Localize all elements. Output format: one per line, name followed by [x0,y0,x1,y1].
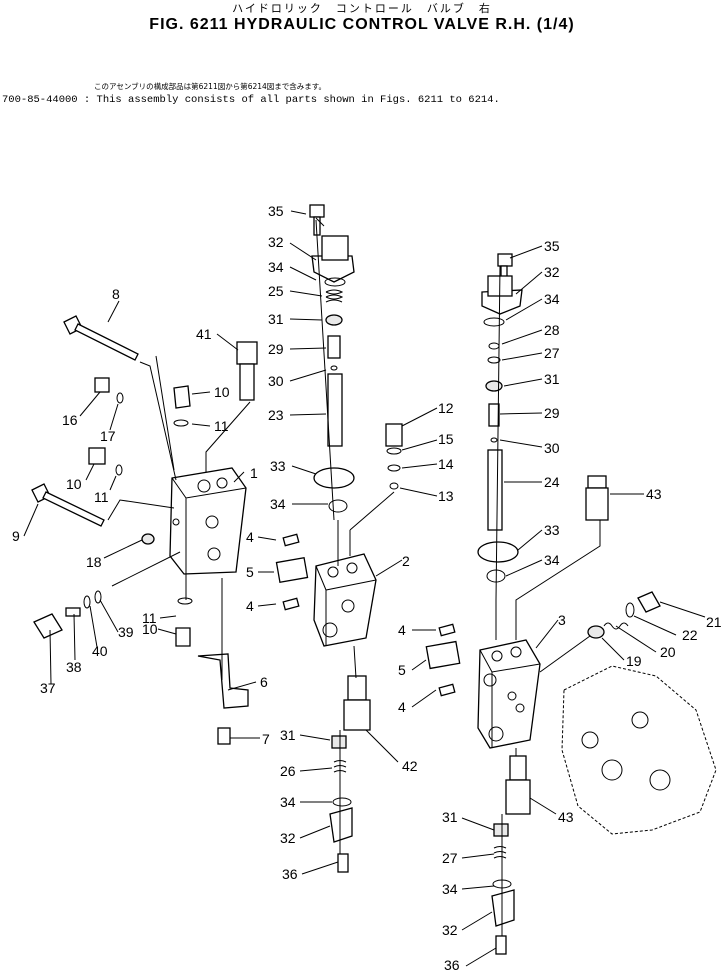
callout-20: 20 [660,644,676,660]
callout-31-center-bottom: 31 [280,727,296,743]
callout-27-top: 27 [544,345,560,361]
callout-34-center-bottom: 34 [280,794,296,810]
callout-14: 14 [438,456,454,472]
callout-5-center: 5 [246,564,254,580]
plug-assembly-19-22 [587,591,661,639]
callout-34-right-bottom: 34 [442,881,458,897]
callout-30-right: 30 [544,440,560,456]
callout-28: 28 [544,322,560,338]
callout-10-mid: 10 [66,476,82,492]
valve-section-1 [169,467,247,575]
callout-37: 37 [40,680,56,696]
callout-21: 21 [706,614,722,630]
callout-32-center: 32 [268,234,284,250]
callout-43-bottom: 43 [558,809,574,825]
callout-11-mid: 11 [94,489,109,505]
callout-36-center: 36 [282,866,298,882]
bolt-8 [63,315,139,361]
bolt-9 [31,483,105,527]
callout-35-center: 35 [268,203,284,219]
callout-40: 40 [92,643,108,659]
callout-25: 25 [268,283,284,299]
callout-32-right-bottom: 32 [442,922,458,938]
callout-39: 39 [118,624,134,640]
valve-section-3 [477,639,541,749]
callout-33-center: 33 [270,458,286,474]
callout-34-right-lower: 34 [544,552,560,568]
housing-reference [561,665,717,835]
callout-31-right-bottom: 31 [442,809,458,825]
callout-12: 12 [438,400,454,416]
callout-41: 41 [196,326,212,342]
callout-35-right: 35 [544,238,560,254]
callout-36-right: 36 [444,957,460,972]
callout-11-top: 11 [214,418,229,434]
relief-valve-43-bottom [505,755,531,815]
callout-4-right-top: 4 [398,622,406,638]
callout-7: 7 [262,731,270,747]
relief-valve-42 [343,675,371,731]
bracket-6 [197,653,249,745]
plugs-left [88,377,193,647]
callout-8: 8 [112,286,120,302]
leader-lines [23,210,706,967]
callout-31-center-top: 31 [268,311,284,327]
callout-29-right: 29 [544,405,560,421]
callout-34-center: 34 [268,259,284,275]
callout-43-top: 43 [646,486,662,502]
callout-17: 17 [100,428,116,444]
callout-4-center-top: 4 [246,529,254,545]
center-small-parts [275,423,403,611]
callout-9: 9 [12,528,20,544]
callout-27-bottom: 27 [442,850,458,866]
callout-5-right: 5 [398,662,406,678]
callout-2: 2 [402,553,410,569]
callout-15: 15 [438,431,454,447]
gasket-set-center-right [425,623,461,697]
relief-valve-43-top [585,475,609,521]
callout-10-low: 10 [142,621,158,637]
callout-labels: 35 32 34 25 31 29 30 23 33 34 8 41 10 11… [12,203,722,972]
callout-31-right-top: 31 [544,371,560,387]
callout-13: 13 [438,488,454,504]
figure-title: FIG. 6211 HYDRAULIC CONTROL VALVE R.H. (… [149,16,575,33]
callout-6: 6 [260,674,268,690]
valve-section-2 [313,553,377,647]
callout-22: 22 [682,627,698,643]
assembly-note-japanese: このアセンブリの構成部品は第6211図から第6214図まで含みます。 [94,82,327,91]
callout-26: 26 [280,763,296,779]
callout-11-low: 11 [142,610,157,626]
relief-valve-41 [236,341,258,401]
callout-18: 18 [86,554,102,570]
alignment-lines [107,217,601,936]
callout-4-right-bottom: 4 [398,699,406,715]
spool-stack-right-bottom [491,823,515,955]
callout-4-center-bottom: 4 [246,598,254,614]
callout-33-right: 33 [544,522,560,538]
callout-42: 42 [402,758,418,774]
callout-16: 16 [62,412,78,428]
callout-1: 1 [250,465,258,481]
assembly-note: 700-85-44000 : This assembly consists of… [2,94,500,106]
spool-stack-center-top [309,204,355,513]
callout-10-top: 10 [214,384,230,400]
callout-34-right: 34 [544,291,560,307]
callout-3: 3 [558,612,566,628]
callout-19: 19 [626,653,642,669]
callout-30-center: 30 [268,373,284,389]
spool-stack-center-bottom [329,735,353,873]
callout-23: 23 [268,407,284,423]
callout-24: 24 [544,474,560,490]
callout-38: 38 [66,659,82,675]
parts-37-40 [33,590,102,639]
callout-32-right: 32 [544,264,560,280]
callout-32-center-bottom: 32 [280,830,296,846]
figure-title-japanese: ハイドロリック コントロール バルブ 右 [232,2,492,15]
callout-34-center-lower: 34 [270,496,286,512]
callout-29-center: 29 [268,341,284,357]
